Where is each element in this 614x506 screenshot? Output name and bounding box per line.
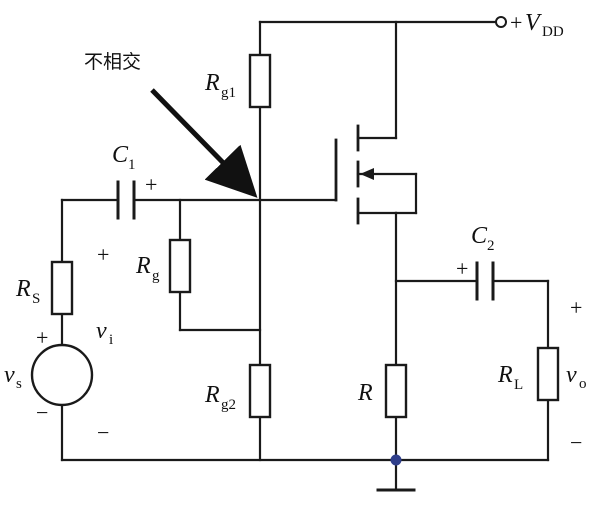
svg-text:R: R: [204, 382, 220, 408]
label-r: R: [357, 380, 373, 406]
label-rg: R g: [135, 253, 160, 284]
svg-text:C: C: [112, 142, 129, 168]
label-vi: v i: [96, 318, 113, 348]
svg-text:R: R: [15, 276, 31, 302]
svg-text:C: C: [471, 223, 488, 249]
resistor-r: [384, 363, 408, 419]
vs-plus-sign: +: [36, 325, 48, 350]
svg-text:o: o: [579, 376, 587, 392]
svg-text:v: v: [566, 362, 577, 388]
svg-text:2: 2: [487, 238, 495, 254]
resistor-rg1: [248, 53, 272, 109]
supply-terminal: [495, 16, 507, 28]
label-vo: v o: [566, 362, 587, 392]
svg-text:V: V: [525, 10, 542, 36]
svg-text:DD: DD: [542, 24, 564, 40]
label-rg1: R g1: [204, 70, 236, 101]
vo-minus-sign: −: [570, 430, 582, 455]
label-c2: C 2: [471, 223, 495, 254]
label-vdd: + V DD: [510, 10, 564, 40]
vi-plus-sign: +: [97, 242, 109, 267]
capacitor-c2: [475, 261, 495, 301]
resistor-rg2: [248, 363, 272, 419]
vs-minus-sign: −: [36, 400, 48, 425]
label-c1: C 1: [112, 142, 136, 173]
vo-plus-sign: +: [570, 295, 582, 320]
resistor-rs: [50, 260, 74, 316]
svg-text:v: v: [4, 362, 15, 388]
annotation-arrow: [150, 88, 258, 198]
resistor-rl: [536, 346, 560, 402]
capacitor-c1: [116, 180, 136, 220]
svg-text:g2: g2: [221, 397, 236, 413]
voltage-source-vs: [30, 343, 94, 407]
svg-text:R: R: [204, 70, 220, 96]
ground-junction-dot: [390, 454, 402, 466]
svg-text:g: g: [152, 268, 160, 284]
svg-text:R: R: [497, 362, 513, 388]
vi-minus-sign: −: [97, 420, 109, 445]
svg-text:+: +: [510, 10, 522, 35]
label-rl: R L: [497, 362, 523, 393]
svg-text:1: 1: [128, 157, 136, 173]
label-vs: v s: [4, 362, 22, 392]
body-arrow-icon: [360, 168, 374, 180]
label-rs: R S: [15, 276, 40, 307]
label-rg2: R g2: [204, 382, 236, 413]
svg-text:R: R: [135, 253, 151, 279]
c2-plus-sign: +: [456, 256, 468, 281]
wires: [60, 20, 550, 492]
resistor-rg: [168, 238, 192, 294]
svg-text:S: S: [32, 291, 40, 307]
annotation-text: 不相交: [84, 51, 141, 73]
svg-text:i: i: [109, 332, 113, 348]
mosfet: [334, 124, 374, 225]
svg-text:R: R: [357, 380, 373, 406]
c1-plus-sign: +: [145, 172, 157, 197]
svg-text:s: s: [16, 376, 22, 392]
svg-text:v: v: [96, 318, 107, 344]
svg-text:g1: g1: [221, 85, 236, 101]
svg-text:L: L: [514, 377, 523, 393]
